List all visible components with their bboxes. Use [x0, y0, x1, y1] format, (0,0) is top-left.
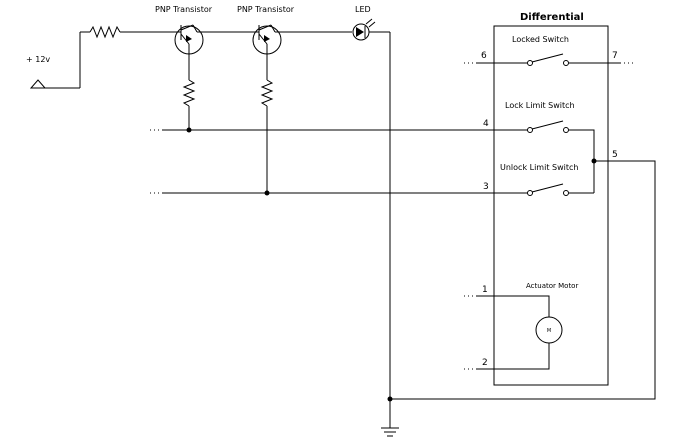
unlock-limit-switch-label: Unlock Limit Switch [500, 163, 578, 172]
resistor-1 [182, 54, 196, 130]
junction-dots [186, 127, 597, 402]
pin-7-label: 7 [612, 51, 618, 61]
pin-1-label: 1 [482, 285, 488, 295]
unlock-limit-switch [527, 183, 594, 196]
supply-terminal [29, 32, 81, 89]
lock-limit-switch-label: Lock Limit Switch [505, 101, 575, 110]
resistor-2 [260, 54, 274, 193]
differential-box [493, 25, 609, 386]
transistor-1-label: PNP Transistor [155, 5, 213, 14]
wire-pin-5-return [390, 160, 656, 400]
transistor-2-label: PNP Transistor [237, 5, 295, 14]
lock-limit-switch [527, 120, 595, 193]
motor-symbol-label: M [547, 328, 551, 334]
led [352, 18, 390, 41]
input-resistor [80, 25, 174, 39]
led-label: LED [355, 5, 371, 14]
locked-switch-label: Locked Switch [512, 35, 569, 44]
supply-label: + 12v [26, 55, 50, 64]
actuator-motor-label: Actuator Motor [526, 282, 578, 290]
pnp-transistor-1 [174, 24, 250, 55]
pin-6-label: 6 [481, 51, 487, 61]
actuator-motor [464, 295, 563, 370]
pnp-transistor-2 [250, 24, 352, 55]
pin-5-label: 5 [612, 150, 618, 160]
locked-switch [464, 53, 634, 66]
ground-icon [381, 427, 399, 437]
pin-4-label: 4 [483, 119, 489, 129]
pin-2-label: 2 [482, 358, 488, 368]
differential-title: Differential [520, 12, 584, 23]
pin-3-label: 3 [483, 182, 489, 192]
